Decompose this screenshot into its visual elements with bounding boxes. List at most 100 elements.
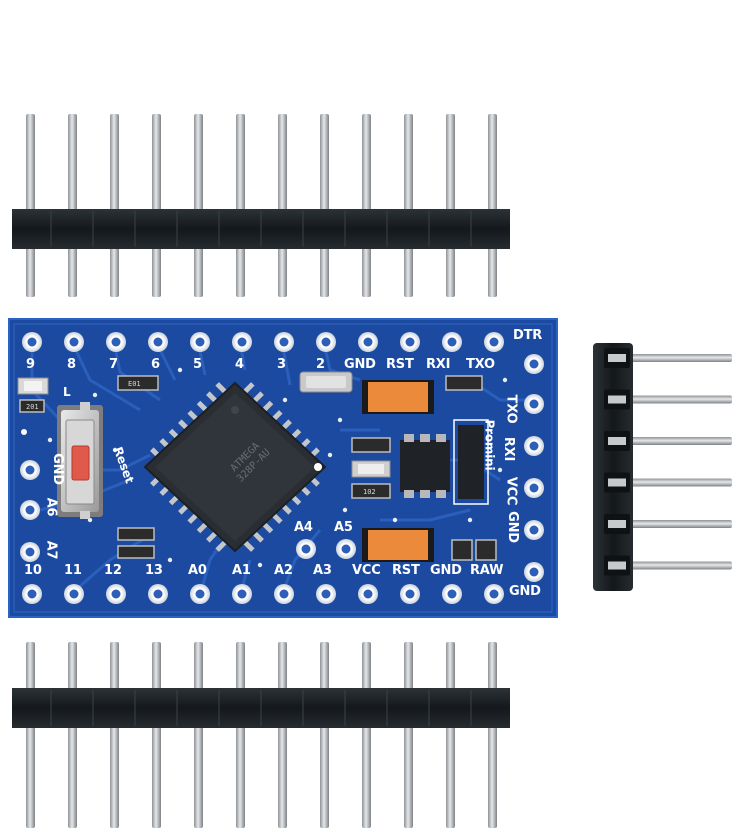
pad-hole	[489, 337, 499, 347]
pad-hole	[301, 544, 311, 554]
pin-label: RST	[386, 357, 414, 372]
chip-leg	[251, 530, 264, 543]
bottom-header-pin	[362, 642, 371, 828]
pad-hole	[447, 337, 457, 347]
pin-label: GND	[504, 511, 520, 543]
smd-code-102: 102	[363, 488, 376, 496]
pad-hole	[363, 589, 373, 599]
pad-hole	[279, 589, 289, 599]
smd-code-201: 201	[26, 403, 39, 411]
pin-label: A0	[188, 563, 207, 578]
pad-hole	[237, 589, 247, 599]
via	[47, 437, 53, 443]
via	[392, 517, 398, 523]
top-header-pin	[446, 114, 455, 297]
smd-components	[19, 375, 497, 561]
pin-label: A6	[43, 497, 59, 517]
led-label: L	[63, 385, 71, 399]
bottom-header-pin	[236, 642, 245, 828]
pad-hole	[341, 544, 351, 554]
pad-hole	[153, 589, 163, 599]
pin-label: VCC	[503, 476, 519, 506]
side-header-plastic	[593, 343, 633, 591]
pad-hole	[405, 589, 415, 599]
pad-hole	[529, 483, 539, 493]
top-header-pin	[404, 114, 413, 297]
bottom-header-pin	[446, 642, 455, 828]
pad-hole	[153, 337, 163, 347]
bottom-header-pin	[68, 642, 77, 828]
pad-hole	[529, 399, 539, 409]
side-header-pin-end	[608, 520, 626, 528]
pad-hole	[489, 589, 499, 599]
pad-hole	[25, 505, 35, 515]
top-header-pin	[362, 114, 371, 297]
pin-label: A7	[43, 540, 59, 560]
side-header-pin-end	[608, 395, 626, 404]
via	[282, 397, 288, 403]
pad-hole	[111, 589, 121, 599]
brand-label: Promini	[482, 419, 497, 471]
right-angle-header	[593, 343, 732, 591]
side-header-pin-end	[608, 354, 626, 362]
top-header-pin	[488, 114, 497, 297]
pad-hole	[279, 337, 289, 347]
chip-leg	[251, 391, 264, 404]
pin-label: 9	[26, 357, 35, 372]
pin-label: VCC	[352, 563, 381, 578]
pin-label: GND	[509, 584, 541, 599]
pin-label: 5	[193, 357, 202, 372]
pad-hole	[111, 337, 121, 347]
pad-hole	[27, 337, 37, 347]
pad-hole	[321, 337, 331, 347]
bottom-header-pin	[194, 642, 203, 828]
pad-hole	[25, 465, 35, 475]
chip-leg	[206, 530, 219, 543]
pad-hole	[529, 359, 539, 369]
smd-code-e01: E01	[128, 380, 141, 388]
small-ic	[458, 425, 484, 499]
bottom-header-pin	[404, 642, 413, 828]
bottom-header-pin	[110, 642, 119, 828]
orange-capacitor-top	[362, 380, 434, 414]
via	[92, 392, 98, 398]
chip-leg	[206, 391, 219, 404]
pad-hole	[195, 337, 205, 347]
pin-label: 7	[109, 357, 118, 372]
atmega-chip	[143, 381, 327, 553]
pad-hole	[447, 589, 457, 599]
top-header-pin	[110, 114, 119, 297]
pin-label: GND	[49, 453, 65, 485]
chip-leg	[215, 539, 228, 552]
reset-button	[57, 402, 103, 519]
via	[112, 447, 118, 453]
pcb-board	[8, 318, 558, 618]
pin-label: RST	[392, 563, 420, 578]
pin-label: 4	[235, 357, 244, 372]
pin-label: 12	[104, 563, 122, 578]
pin-label: A5	[334, 520, 353, 535]
pad-hole	[529, 525, 539, 535]
pin-label: 11	[64, 563, 82, 578]
pad-hole	[25, 547, 35, 557]
pin-label: A3	[313, 563, 332, 578]
top-header-pin	[68, 114, 77, 297]
pin-label: RXI	[501, 436, 517, 462]
pin-label: A4	[294, 520, 313, 535]
pad-hole	[529, 441, 539, 451]
orange-capacitor-bottom	[362, 528, 434, 562]
via	[167, 557, 173, 563]
pin-label: TXO	[466, 357, 495, 372]
pin-label: 10	[24, 563, 42, 578]
pin-label: DTR	[513, 328, 543, 343]
chip-leg	[242, 539, 255, 552]
top-header-pin	[152, 114, 161, 297]
side-header-pin-end	[608, 437, 626, 445]
via	[177, 367, 183, 373]
pad-hole	[237, 337, 247, 347]
top-header-pin	[278, 114, 287, 297]
pin-label: 8	[67, 357, 76, 372]
top-header-pin	[26, 114, 35, 297]
